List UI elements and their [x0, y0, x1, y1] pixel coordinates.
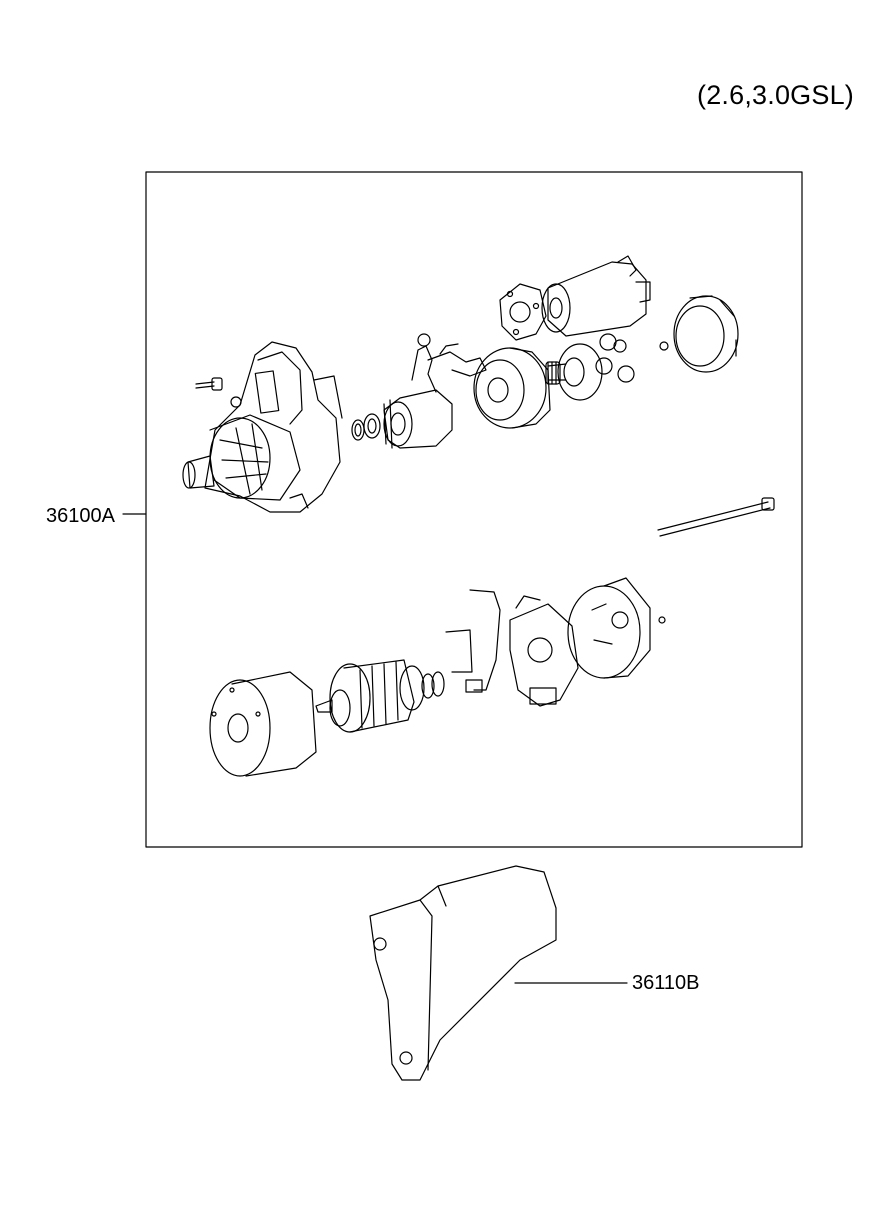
solenoid-gasket[interactable]: [500, 284, 546, 340]
front-housing[interactable]: [183, 342, 342, 512]
drive-lever[interactable]: [428, 344, 486, 376]
internal-gear-ring[interactable]: [674, 296, 738, 372]
magnetic-switch[interactable]: [542, 256, 650, 336]
planetary-gears[interactable]: [596, 334, 668, 382]
yoke-assembly[interactable]: [210, 672, 316, 776]
mounting-bracket[interactable]: [370, 866, 556, 1080]
planetary-gear-shaft[interactable]: [546, 344, 602, 400]
starter-assembly-frame: [146, 172, 802, 847]
center-bracket[interactable]: [474, 348, 550, 428]
part-label-36110b[interactable]: 36110B: [632, 972, 700, 994]
stop-ring-and-washer[interactable]: [352, 414, 380, 440]
part-label-36100a[interactable]: 36100A: [46, 505, 115, 527]
brush-holder-plate[interactable]: [510, 596, 578, 706]
through-bolt[interactable]: [658, 498, 774, 536]
engine-variant-title: (2.6,3.0GSL): [697, 80, 854, 110]
rear-end-cover[interactable]: [568, 578, 665, 678]
armature[interactable]: [316, 660, 444, 732]
brush-holder[interactable]: [446, 590, 500, 692]
overrunning-clutch[interactable]: [384, 334, 452, 448]
mounting-bolt-small[interactable]: [196, 378, 222, 390]
